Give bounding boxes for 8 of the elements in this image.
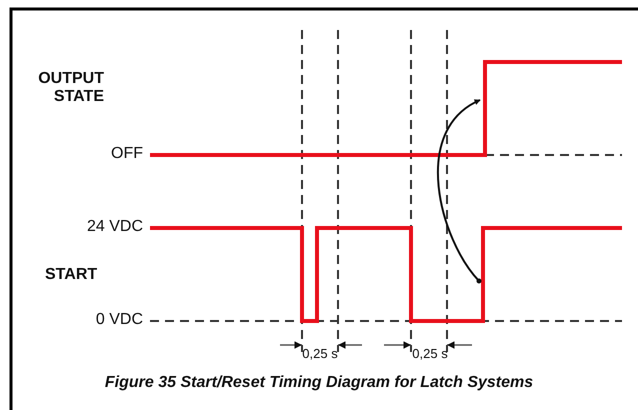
row-heading: START [45, 266, 98, 284]
dimension-label: 0,25 s [412, 347, 448, 362]
figure-caption: Figure 35 Start/Reset Timing Diagram for Latch Systems [104, 374, 534, 392]
state-label: OFF [111, 145, 143, 163]
voltage-label: 0 VDC [96, 311, 143, 329]
voltage-label: 24 VDC [86, 218, 143, 236]
dimension-label: 0,25 s [302, 347, 338, 362]
row-heading: OUTPUT STATE [37, 70, 104, 106]
